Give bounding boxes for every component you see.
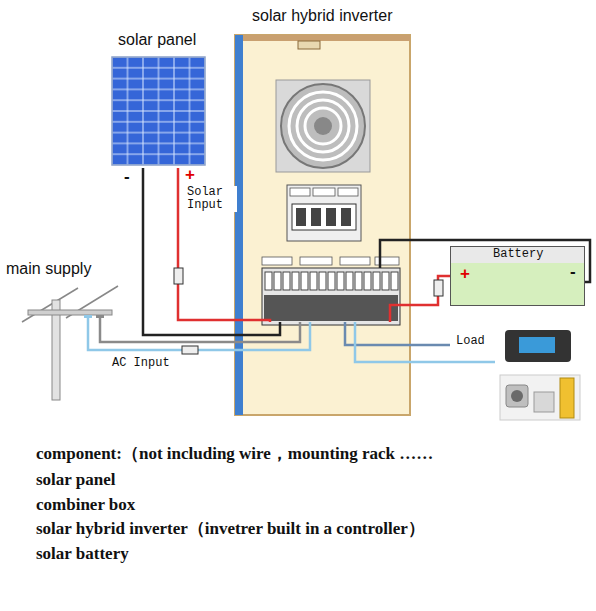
battery-box: Battery + -	[450, 246, 585, 306]
wire-connector	[120, 349, 235, 352]
terminal-block	[340, 257, 370, 265]
terminal-block	[391, 272, 398, 290]
cooling-fan	[297, 100, 349, 152]
power-pole	[22, 288, 78, 322]
breaker-panel	[292, 204, 356, 230]
inline-fuse	[434, 280, 443, 296]
terminal-block	[346, 272, 353, 290]
polarity-sign: -	[570, 263, 576, 280]
cooling-fan	[289, 92, 357, 160]
inline-fuse	[182, 346, 198, 354]
internal-wires	[235, 320, 270, 322]
inline-fuse	[174, 268, 183, 284]
solar-panel-figure	[112, 57, 205, 165]
breaker-panel	[326, 208, 336, 226]
breaker-panel	[311, 208, 321, 226]
wire-label: AC Input	[112, 357, 170, 370]
power-pole	[96, 315, 104, 318]
load-box: Load	[450, 325, 585, 425]
breaker-panel	[290, 188, 310, 196]
load-figures	[500, 330, 580, 420]
power-pole	[28, 310, 112, 315]
load-figures	[560, 378, 574, 418]
internal-wires	[235, 322, 310, 350]
load-figures	[534, 392, 554, 412]
terminal-block	[319, 272, 326, 290]
terminal-block	[355, 272, 362, 290]
component-item: combiner box	[36, 495, 135, 515]
polarity-sign: +	[185, 166, 195, 183]
breaker-panel	[338, 188, 358, 196]
battery-label: Battery	[493, 248, 543, 261]
terminal-block	[292, 272, 299, 290]
load-figures	[506, 385, 528, 407]
load-figures	[500, 375, 580, 420]
solar-panel-figure	[112, 57, 205, 165]
component-item: solar panel	[36, 470, 116, 490]
terminal-block	[265, 272, 272, 290]
wire-connector	[410, 344, 450, 347]
inverter-housing	[235, 35, 410, 41]
cooling-fan	[276, 80, 370, 172]
node-heading: solar panel	[118, 31, 196, 49]
main-supply-box: main supply	[4, 258, 120, 405]
breaker-panel	[313, 188, 335, 196]
inverter-housing	[235, 35, 410, 415]
breaker-panel	[341, 208, 351, 226]
terminal-block	[300, 257, 332, 265]
terminal-block	[337, 272, 344, 290]
cooling-fan	[314, 117, 332, 135]
internal-wires	[355, 322, 495, 362]
inline-fuse	[174, 268, 443, 354]
inverter-housing	[298, 41, 320, 49]
terminal-block	[262, 268, 400, 325]
breaker-panel	[296, 208, 306, 226]
power-pole	[88, 316, 120, 350]
load-figures	[519, 337, 555, 353]
node-heading: main supply	[6, 260, 91, 278]
power-pole	[22, 286, 120, 400]
inverter-housing	[235, 35, 243, 415]
terminal-block	[310, 272, 317, 290]
breaker-panel	[287, 185, 361, 241]
inverter-housing	[235, 35, 410, 415]
solar-panel-box: solar panel	[95, 28, 220, 168]
node-heading: solar hybrid inverter	[252, 7, 393, 25]
terminal-block	[364, 272, 371, 290]
terminal-block	[262, 257, 292, 265]
component-note: component:（not including wire，mounting r…	[36, 444, 433, 464]
internal-wires	[100, 168, 590, 362]
terminal-block	[373, 272, 380, 290]
terminal-block	[264, 295, 398, 321]
load-figures	[505, 330, 571, 362]
terminal-block	[274, 272, 281, 290]
cooling-fan	[305, 108, 341, 144]
breaker-panel	[287, 185, 361, 241]
internal-wires	[143, 168, 280, 335]
component-item: solar battery	[36, 544, 129, 564]
load-label: Load	[456, 335, 485, 348]
polarity-sign: -	[124, 168, 130, 185]
polarity-sign: +	[460, 265, 470, 282]
wire-label: Solar Input	[187, 186, 237, 212]
component-item: solar hybrid inverter（invetrer built in …	[36, 519, 425, 539]
cooling-fan	[276, 80, 370, 172]
terminal-block	[328, 272, 335, 290]
load-figures	[511, 390, 523, 402]
wire-connector	[410, 276, 450, 305]
cooling-fan	[281, 84, 365, 168]
internal-wires	[390, 305, 410, 322]
inverter-housing-box: solar hybrid inverter	[235, 4, 410, 415]
terminal-block	[283, 272, 290, 290]
terminal-block	[301, 272, 308, 290]
terminal-block	[382, 272, 389, 290]
terminal-block	[375, 257, 399, 265]
